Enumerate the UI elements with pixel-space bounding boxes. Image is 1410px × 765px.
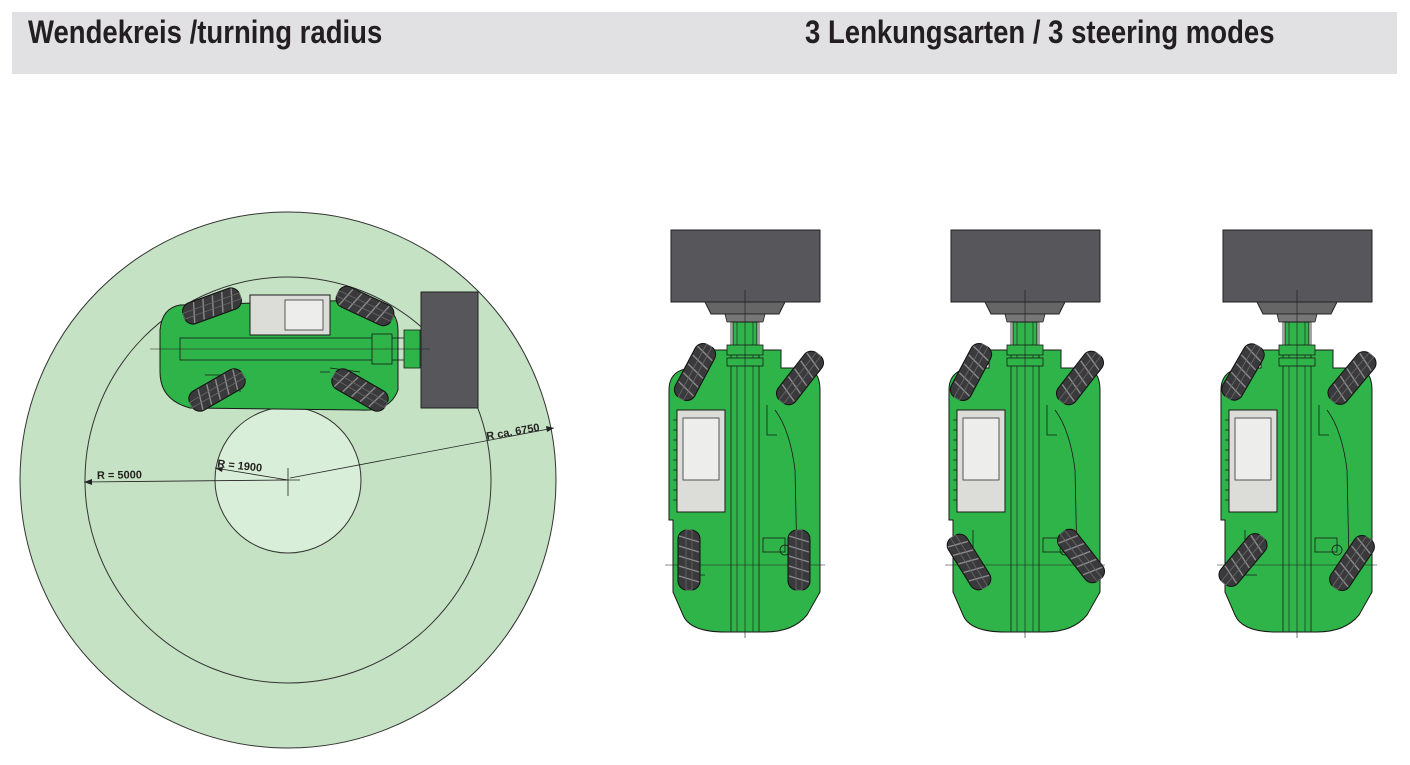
turning-radius-diagram: R = 5000 R = 1900 R ca. 6750 <box>19 211 557 749</box>
steering-mode-crab <box>1214 229 1381 639</box>
middle-turning-circle <box>84 276 492 684</box>
turning-radius-title: Wendekreis /turning radius <box>28 14 383 50</box>
header-bar <box>12 12 1397 74</box>
steering-mode-all-wheel <box>943 229 1109 639</box>
steering-mode-front <box>664 229 828 639</box>
inner-radius-label: R = 1900 <box>217 458 263 475</box>
middle-radius-label: R = 5000 <box>97 469 142 482</box>
steering-modes-title: 3 Lenkungsarten / 3 steering modes <box>805 14 1275 50</box>
machine-top-view <box>150 282 479 416</box>
